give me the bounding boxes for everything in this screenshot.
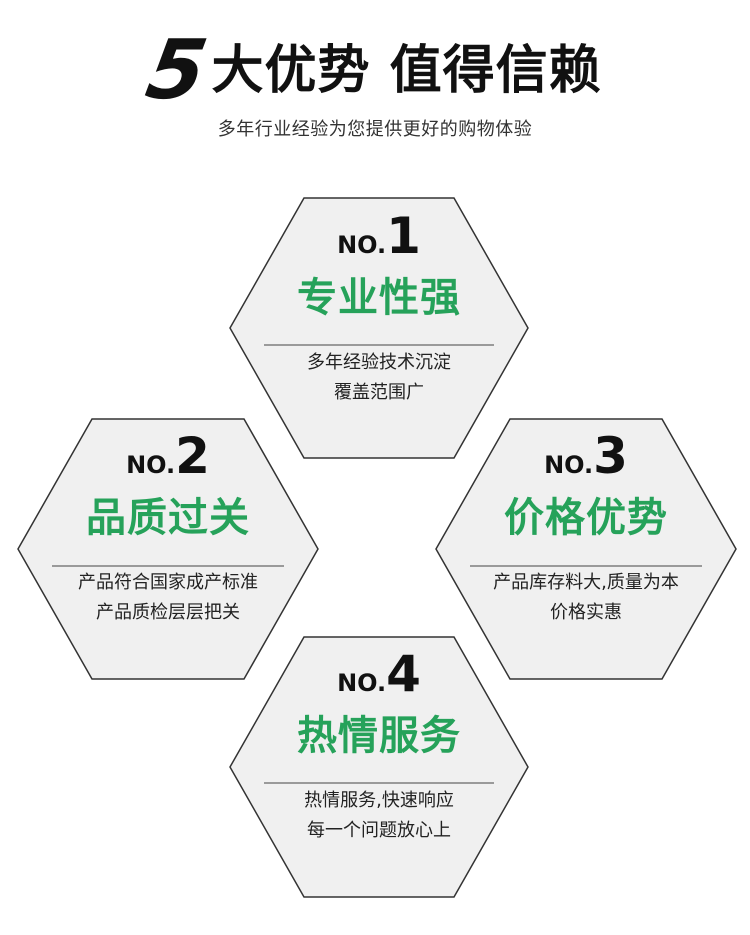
description-line: 价格实惠 [550, 602, 622, 623]
advantage-title: 品质过关 [86, 495, 250, 541]
advantage-card-2: NO.2 品质过关 产品符合国家成产标准 产品质检层层把关 [38, 426, 298, 628]
description-line: 覆盖范围广 [334, 382, 424, 403]
advantage-number: NO.2 [126, 427, 210, 485]
advantage-title: 专业性强 [297, 275, 461, 321]
advantage-description: 多年经验技术沉淀 覆盖范围广 [249, 348, 509, 408]
advantage-number: NO.3 [544, 427, 628, 485]
advantage-title: 热情服务 [297, 713, 461, 759]
advantage-card-4: NO.4 热情服务 热情服务,快速响应 每一个问题放心上 [249, 644, 509, 846]
hexagon-1 [229, 197, 529, 459]
description-line: 产品符合国家成产标准 [78, 572, 258, 593]
title-text: 大优势 值得信赖 [211, 41, 602, 101]
description-line: 每一个问题放心上 [307, 820, 451, 841]
description-line: 产品质检层层把关 [96, 602, 240, 623]
advantage-number: NO.1 [337, 207, 421, 265]
advantage-description: 热情服务,快速响应 每一个问题放心上 [249, 786, 509, 846]
advantage-description: 产品符合国家成产标准 产品质检层层把关 [38, 568, 298, 628]
description-line: 多年经验技术沉淀 [307, 352, 451, 373]
advantage-title: 价格优势 [504, 495, 668, 541]
hexagon-3 [435, 418, 737, 680]
description-line: 热情服务,快速响应 [304, 790, 454, 811]
hexagon-2 [17, 418, 319, 680]
advantage-number: NO.4 [337, 645, 421, 703]
description-line: 产品库存料大,质量为本 [493, 572, 679, 593]
page-subtitle: 多年行业经验为您提供更好的购物体验 [217, 119, 533, 140]
advantage-card-3: NO.3 价格优势 产品库存料大,质量为本 价格实惠 [456, 426, 716, 628]
advantage-card-1: NO.1 专业性强 多年经验技术沉淀 覆盖范围广 [249, 206, 509, 408]
page-title: 5大优势 值得信赖 [0, 23, 750, 118]
header: 5大优势 值得信赖 多年行业经验为您提供更好的购物体验 [0, 0, 750, 160]
hexagon-4 [229, 636, 529, 898]
advantage-description: 产品库存料大,质量为本 价格实惠 [456, 568, 716, 628]
